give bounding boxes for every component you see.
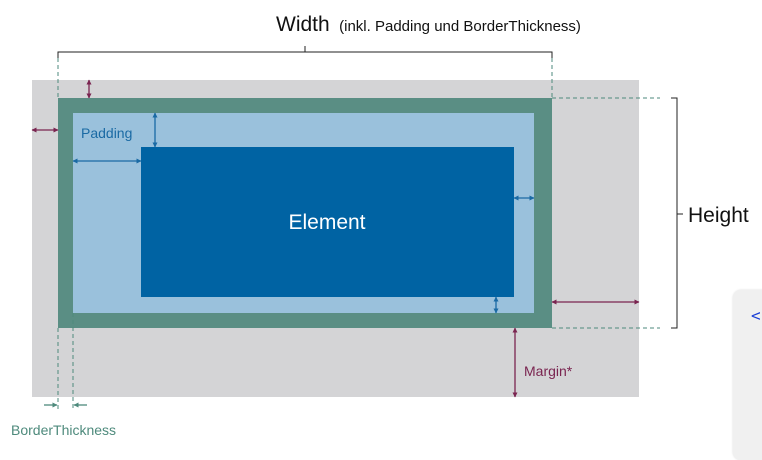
width-label: Width (inkl. Padding und BorderThickness…: [276, 13, 581, 36]
box-model-diagram: Element Width (inkl. Padding und BorderT…: [11, 13, 749, 438]
height-label: Height: [688, 204, 749, 227]
width-main-text: Width: [276, 13, 330, 36]
padding-label: Padding: [81, 125, 132, 141]
width-note-text: (inkl. Padding und BorderThickness): [339, 18, 581, 35]
margin-label: Margin*: [524, 363, 573, 379]
code-snippet-panel: <: [733, 290, 762, 460]
element-box: [141, 147, 514, 297]
code-snippet-text: <: [751, 306, 761, 325]
width-bracket: [57, 46, 553, 58]
border-thickness-label: BorderThickness: [11, 422, 116, 438]
height-bracket: [671, 97, 683, 329]
element-label: Element: [288, 211, 365, 234]
